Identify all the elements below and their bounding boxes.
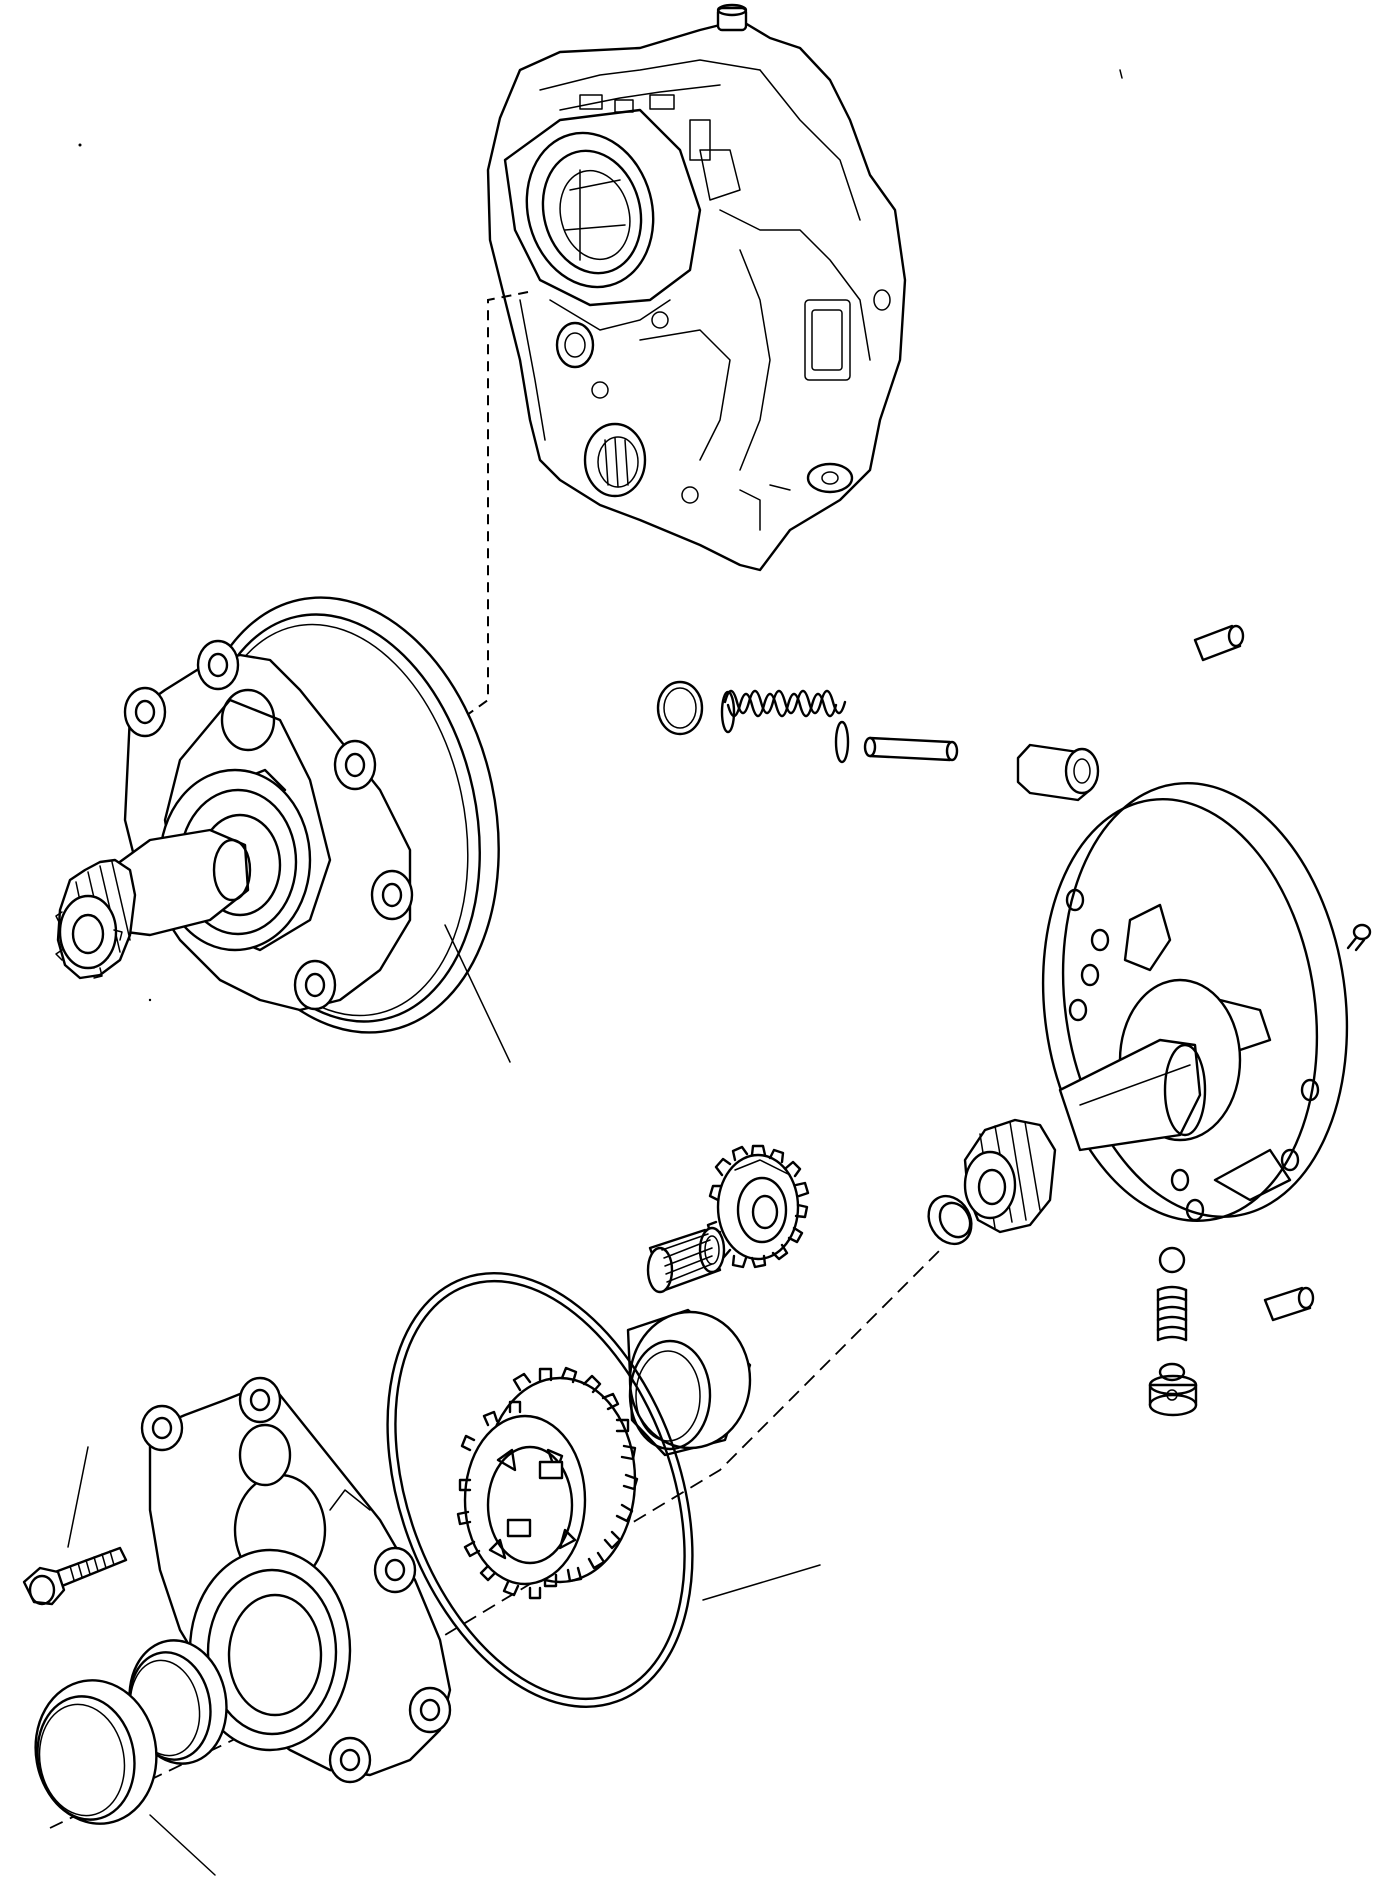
cover-bolt-ears-lower (140, 1376, 452, 1784)
valve-spring (720, 689, 850, 764)
o-ring-small (656, 680, 704, 736)
valve-plunger (1016, 743, 1100, 802)
bolt-callout-line (67, 1446, 89, 1548)
large-o-ring (386, 1272, 694, 1708)
stray-dot-2 (148, 998, 152, 1002)
o-ring-callout-line (702, 1564, 821, 1601)
pump-body-shaft (963, 782, 1372, 1234)
check-ball (1158, 1246, 1186, 1274)
check-spring (1156, 1285, 1188, 1342)
check-valve-parts (1148, 1246, 1315, 1417)
snap-ring (927, 1194, 973, 1246)
bearing-ring (626, 1308, 752, 1457)
cover-bolt (22, 1546, 128, 1606)
check-plug (1148, 1362, 1198, 1417)
small-screw (1346, 923, 1372, 952)
seal-callout-line (149, 1814, 216, 1876)
valve-pin (863, 736, 959, 762)
assembly-leader-dashed (459, 291, 529, 721)
pump-cover (140, 1376, 452, 1784)
dowel-pin-top (1193, 624, 1245, 662)
pump-assembly (55, 596, 500, 1034)
seal-ring-outer (34, 1679, 158, 1825)
pump-callout-line (444, 924, 511, 1063)
needle-bearing (646, 1226, 726, 1294)
cover-bolt-ears (123, 639, 414, 1011)
transmission-housing (486, 3, 907, 572)
stray-dot (78, 143, 82, 147)
ring-gear (456, 1366, 639, 1600)
drive-gear (706, 1144, 810, 1269)
dowel-pin-right (1263, 1286, 1315, 1322)
stray-tick (1119, 69, 1123, 79)
relief-valve-parts (656, 624, 1245, 802)
